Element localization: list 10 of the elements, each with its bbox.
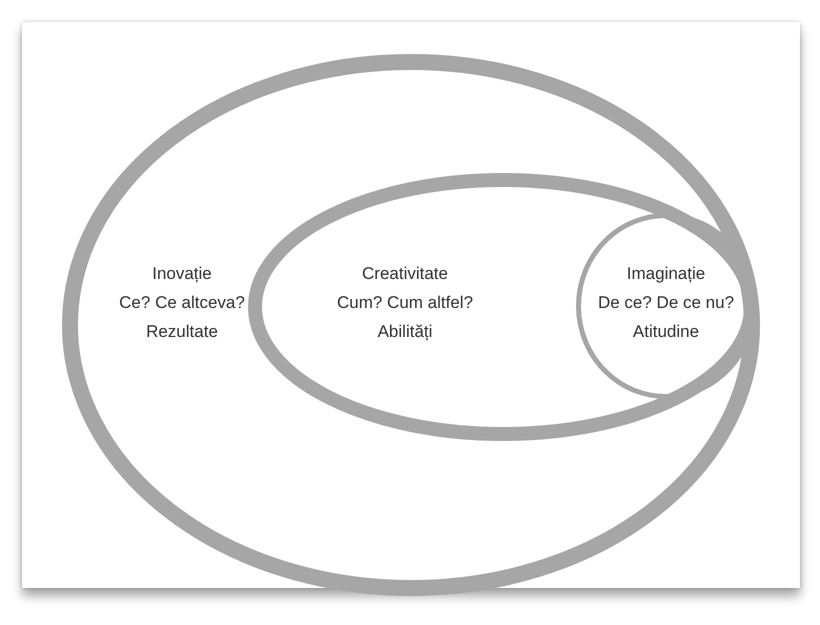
ellipse-region <box>62 54 760 596</box>
region-title: Imaginație <box>626 263 706 285</box>
question-text: De ce? De ce nu? <box>596 292 736 314</box>
question-text: Cum? Cum altfel? <box>336 292 474 314</box>
attribute-text: Abilități <box>376 321 434 343</box>
region-title: Creativitate <box>361 263 449 285</box>
attribute-text: Rezultate <box>145 321 219 343</box>
attribute-text: Atitudine <box>632 321 700 343</box>
region-title: Inovație <box>151 263 213 285</box>
question-text: Ce? Ce altceva? <box>118 292 246 314</box>
